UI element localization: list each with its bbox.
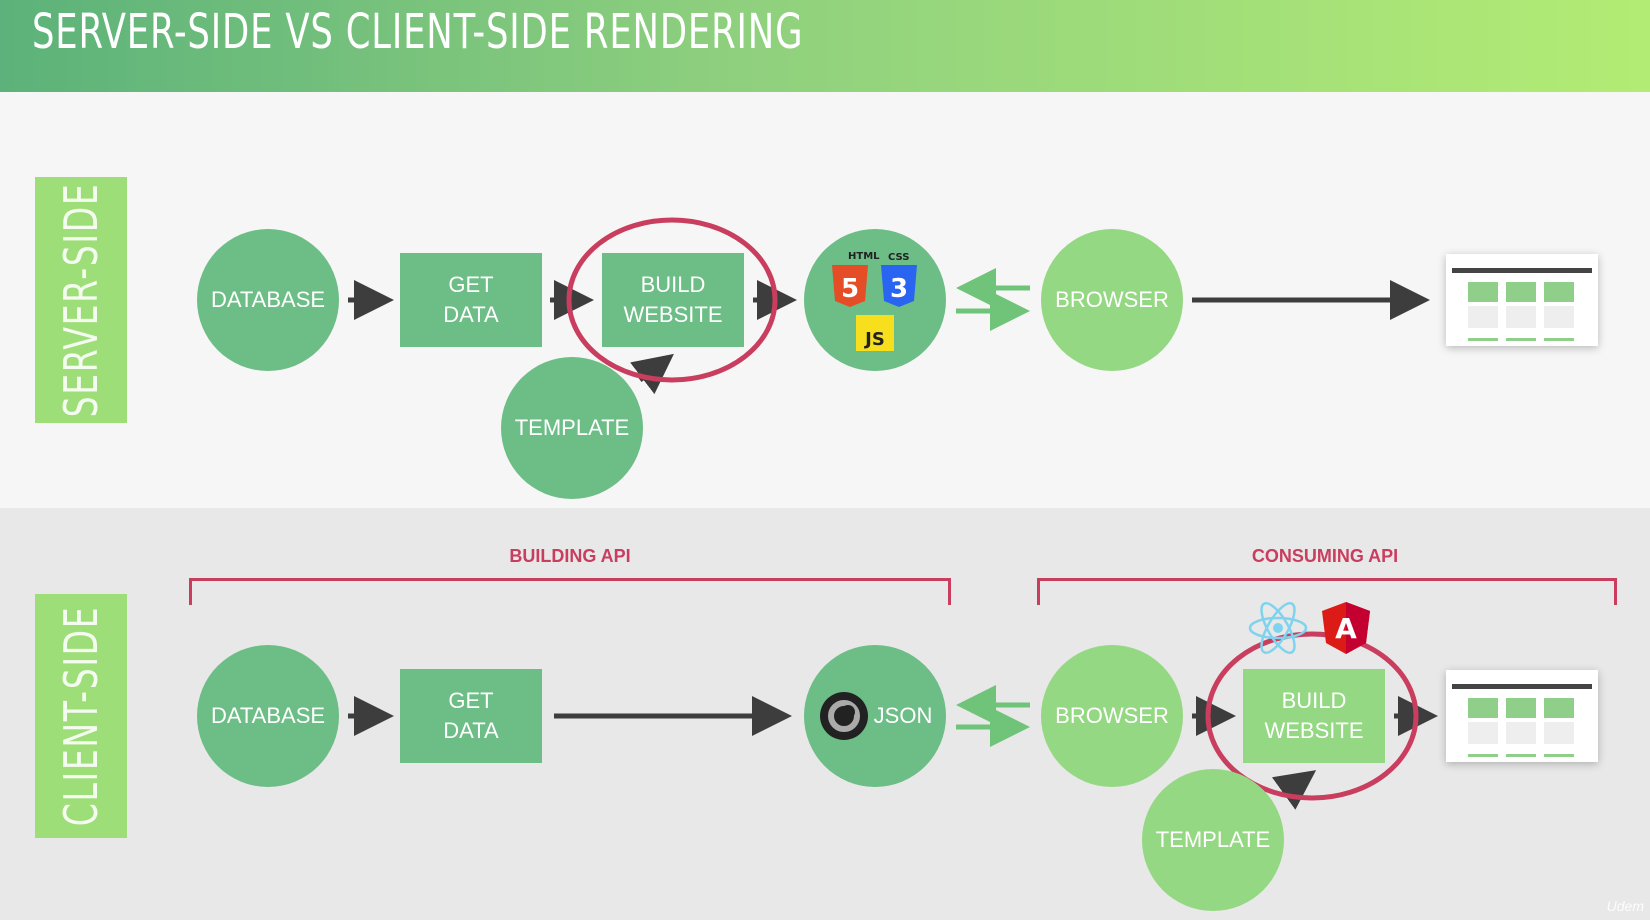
- watermark: Udem: [1606, 898, 1644, 914]
- client-build-website-box: BUILD WEBSITE: [1243, 669, 1385, 763]
- building-api-bracket: [189, 578, 951, 605]
- server-build-website-box: BUILD WEBSITE: [602, 253, 744, 347]
- arrow-template-to-build-client: [1271, 770, 1317, 810]
- server-database-node: DATABASE: [197, 229, 339, 371]
- client-browser-node: BROWSER: [1041, 645, 1183, 787]
- svg-text:3: 3: [890, 274, 908, 304]
- client-side-label: CLIENT-SIDE: [35, 594, 127, 838]
- server-browser-node: BROWSER: [1041, 229, 1183, 371]
- server-website-thumbnail: [1446, 254, 1598, 346]
- svg-text:CSS: CSS: [888, 252, 909, 263]
- consuming-api-bracket: [1037, 578, 1617, 605]
- client-get-data-box: GET DATA: [400, 669, 542, 763]
- svg-text:5: 5: [841, 274, 859, 304]
- building-api-label: BUILDING API: [509, 546, 631, 566]
- server-side-label: SERVER-SIDE: [35, 177, 127, 423]
- highlight-build-server: [566, 217, 778, 383]
- website-preview-icon: [1452, 684, 1592, 757]
- svg-text:HTML: HTML: [848, 251, 880, 262]
- header-banner: SERVER-SIDE VS CLIENT-SIDE RENDERING: [0, 0, 1650, 92]
- server-template-node: TEMPLATE: [501, 357, 643, 499]
- client-json-node: JSON: [804, 645, 946, 787]
- react-icon: [1248, 601, 1308, 655]
- page-title: SERVER-SIDE VS CLIENT-SIDE RENDERING: [32, 4, 804, 60]
- client-website-thumbnail: [1446, 670, 1598, 762]
- svg-text:A: A: [1335, 612, 1357, 645]
- website-preview-icon: [1452, 268, 1592, 341]
- server-get-data-box: GET DATA: [400, 253, 542, 347]
- html-css-js-icons: HTML 5 CSS 3 JS: [832, 251, 917, 351]
- highlight-build-client: [1205, 631, 1419, 801]
- client-template-node: TEMPLATE: [1142, 769, 1284, 911]
- consuming-api-label: CONSUMING API: [1251, 546, 1399, 566]
- client-database-node: DATABASE: [197, 645, 339, 787]
- server-html-css-js-node: HTML 5 CSS 3 JS: [804, 229, 946, 371]
- angular-icon: A: [1320, 600, 1372, 656]
- svg-text:JS: JS: [863, 329, 885, 350]
- json-icon: [819, 692, 868, 740]
